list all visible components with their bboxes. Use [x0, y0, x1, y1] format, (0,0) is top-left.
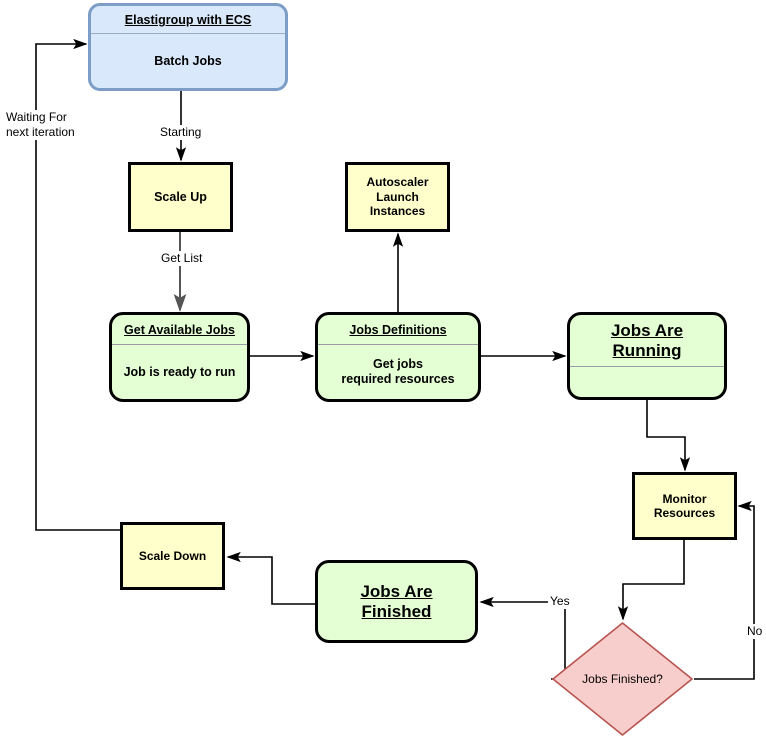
edge-label-starting: Starting	[158, 125, 204, 140]
node-decision-jobs-finished[interactable]: Jobs Finished?	[551, 621, 694, 737]
node-autoscaler-launch-instances[interactable]: Autoscaler Launch Instances	[345, 162, 450, 232]
edge-jobsrunning-to-monitor	[646, 400, 691, 472]
node-get-available-jobs[interactable]: Get Available Jobs Job is ready to run	[109, 312, 250, 402]
node-elastigroup-title: Elastigroup with ECS	[91, 6, 285, 35]
node-decision-label: Jobs Finished?	[582, 672, 663, 686]
node-get-available-jobs-title: Get Available Jobs	[112, 315, 247, 346]
edge-jobsfinished-to-scaledown	[226, 551, 315, 605]
edge-label-yes: Yes	[548, 594, 572, 609]
node-get-available-jobs-body: Job is ready to run	[123, 364, 236, 379]
node-jobs-are-running[interactable]: Jobs Are Running	[567, 312, 727, 400]
node-jobs-are-finished[interactable]: Jobs Are Finished	[315, 560, 478, 643]
node-scale-up-label: Scale Up	[154, 189, 207, 204]
node-jobs-are-finished-title: Jobs Are Finished	[360, 581, 433, 621]
edge-monitor-to-decision	[617, 540, 685, 621]
edge-label-get-list: Get List	[159, 251, 205, 266]
node-scale-up[interactable]: Scale Up	[128, 162, 233, 232]
node-elastigroup-body: Batch Jobs	[154, 53, 222, 68]
node-jobs-definitions-body: Get jobs required resources	[341, 357, 455, 387]
decision-diamond-shape	[551, 621, 694, 737]
node-jobs-definitions-title: Jobs Definitions	[318, 315, 478, 346]
node-jobs-are-running-title: Jobs Are Running	[570, 315, 724, 368]
node-scale-down-label: Scale Down	[138, 548, 207, 563]
node-jobs-definitions[interactable]: Jobs Definitions Get jobs required resou…	[315, 312, 481, 402]
node-autoscaler-label: Autoscaler Launch Instances	[366, 175, 429, 219]
node-monitor-resources-label: Monitor Resources	[653, 491, 716, 520]
edge-label-no: No	[745, 624, 765, 639]
node-jobs-are-running-body	[570, 367, 724, 397]
node-scale-down[interactable]: Scale Down	[120, 522, 225, 590]
edge-label-waiting-for-next-iteration: Waiting For next iteration	[4, 110, 77, 140]
node-monitor-resources[interactable]: Monitor Resources	[632, 472, 737, 540]
node-elastigroup-with-ecs[interactable]: Elastigroup with ECS Batch Jobs	[88, 3, 288, 91]
